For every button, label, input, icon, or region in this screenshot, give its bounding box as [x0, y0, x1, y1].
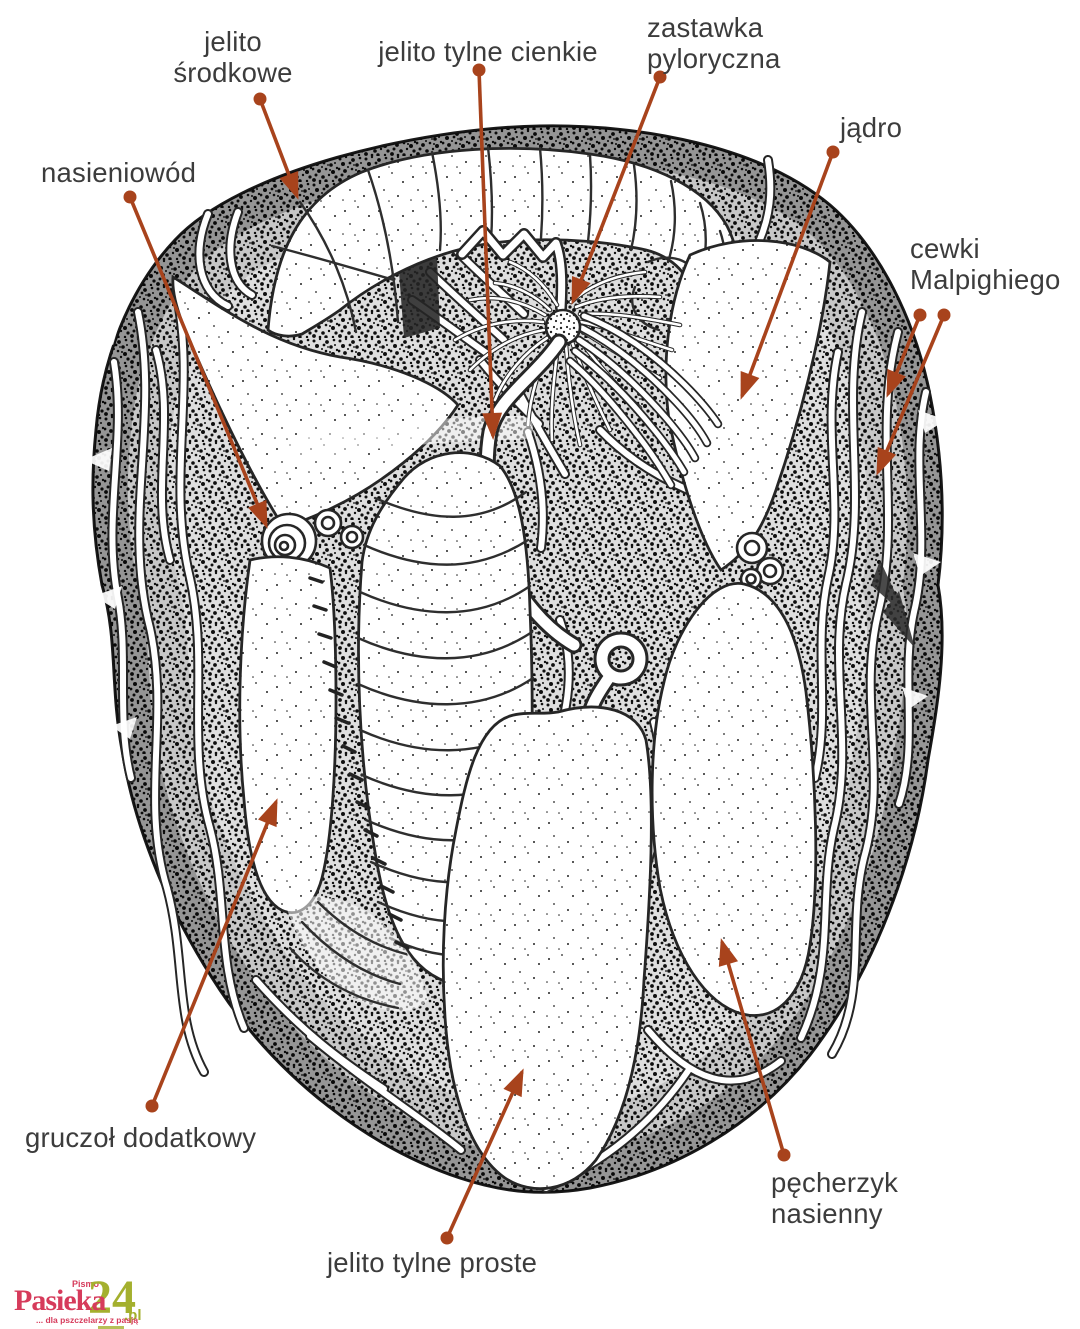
- label-jadro: jądro: [840, 112, 903, 143]
- logo-pasieka24: 24 Pismo Pasieka .pl ... dla pszczelarzy…: [12, 1274, 182, 1329]
- arrow-cewki-malpighiego-2: [876, 308, 951, 476]
- logo-number: 24: [88, 1271, 136, 1324]
- label-gruczol-dodatkowy: gruczoł dodatkowy: [25, 1122, 257, 1153]
- arrow-cewki-malpighiego-1: [886, 308, 927, 398]
- arrow-jadro: [740, 145, 840, 400]
- arrow-jelito-tylne-cienkie: [472, 63, 503, 440]
- arrow-jelito-srodkowe: [253, 92, 299, 200]
- logo-name: Pasieka: [14, 1284, 106, 1317]
- label-jelito-srodkowe: jelito środkowe: [173, 26, 293, 88]
- arrow-jelito-tylne-proste: [440, 1068, 524, 1245]
- midgut-segment-lines: [270, 145, 727, 334]
- logo-pismo: Pismo: [72, 1279, 100, 1289]
- logo-tld: .pl: [124, 1307, 142, 1324]
- label-zastawka-pyloryczna: zastawka pyloryczna: [647, 12, 781, 74]
- label-nasieniowod: nasieniowód: [41, 157, 197, 188]
- logo-underline-smudge: [98, 1326, 124, 1329]
- label-cewki-malpighiego: cewki Malpighiego: [910, 233, 1061, 295]
- arrow-gruczol-dodatkowy: [145, 798, 278, 1113]
- label-jelito-tylne-proste: jelito tylne proste: [327, 1247, 538, 1278]
- gland-bottom-ridges: [284, 896, 428, 1012]
- body-edge-notches: [84, 321, 946, 739]
- arrow-zastawka-pyloryczna: [571, 70, 667, 305]
- label-pecherzyk-nasienny: pęcherzyk nasienny: [771, 1167, 899, 1229]
- label-arrows: [123, 63, 951, 1245]
- gland-tick-marks: [308, 576, 410, 950]
- label-jelito-tylne-cienkie: jelito tylne cienkie: [378, 36, 598, 67]
- thin-hindgut-tube: [487, 342, 649, 713]
- rectum-shape: [441, 705, 653, 1191]
- arrow-nasieniowod: [123, 190, 268, 529]
- logo-tagline: ... dla pszczelarzy z pasją: [36, 1315, 139, 1325]
- arrow-pecherzyk-nasienny: [718, 938, 791, 1162]
